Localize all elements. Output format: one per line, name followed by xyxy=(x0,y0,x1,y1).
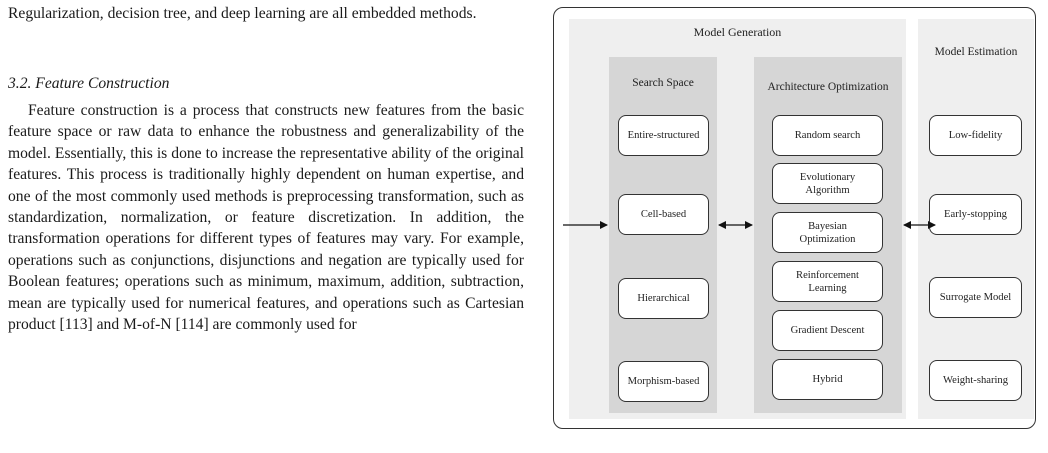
model-estimation-title: Model Estimation xyxy=(934,46,1018,58)
paragraph-embedded-methods: Regularization, decision tree, and deep … xyxy=(8,5,477,22)
arch-opt-item-bayesian-optimization: Bayesian Optimization xyxy=(772,212,883,253)
search-space-item-morphism-based: Morphism-based xyxy=(618,361,709,402)
figure-arrows xyxy=(563,221,936,229)
search-space-item-hierarchical: Hierarchical xyxy=(618,278,709,319)
estimation-item-early-stopping: Early-stopping xyxy=(929,194,1022,235)
arch-opt-item-evolutionary-algorithm: Evolutionary Algorithm xyxy=(772,163,883,204)
architecture-optimization-column: Architecture Optimization Random search … xyxy=(754,57,902,413)
arch-opt-item-random-search: Random search xyxy=(772,115,883,156)
search-space-item-entire-structured: Entire-structured xyxy=(618,115,709,156)
search-space-item-cell-based: Cell-based xyxy=(618,194,709,235)
estimation-item-weight-sharing: Weight-sharing xyxy=(929,360,1022,401)
model-estimation-panel: Model Estimation Low-fidelity Early-stop… xyxy=(918,19,1034,419)
nas-pipeline-figure: Model Generation Search Space Entire-str… xyxy=(553,7,1036,429)
search-space-title: Search Space xyxy=(632,77,694,89)
architecture-optimization-title: Architecture Optimization xyxy=(767,81,889,93)
estimation-item-surrogate-model: Surrogate Model xyxy=(929,277,1022,318)
arch-opt-item-reinforcement-learning: Reinforcement Learning xyxy=(772,261,883,302)
model-generation-title: Model Generation xyxy=(693,25,782,39)
model-generation-panel: Model Generation Search Space Entire-str… xyxy=(569,19,906,419)
paragraph-feature-construction: Feature construction is a process that c… xyxy=(8,102,524,334)
section-heading: 3.2. Feature Construction xyxy=(8,75,170,92)
arch-opt-item-hybrid: Hybrid xyxy=(772,359,883,400)
arch-opt-item-gradient-descent: Gradient Descent xyxy=(772,310,883,351)
search-space-column: Search Space Entire-structured Cell-base… xyxy=(609,57,717,413)
estimation-item-low-fidelity: Low-fidelity xyxy=(929,115,1022,156)
